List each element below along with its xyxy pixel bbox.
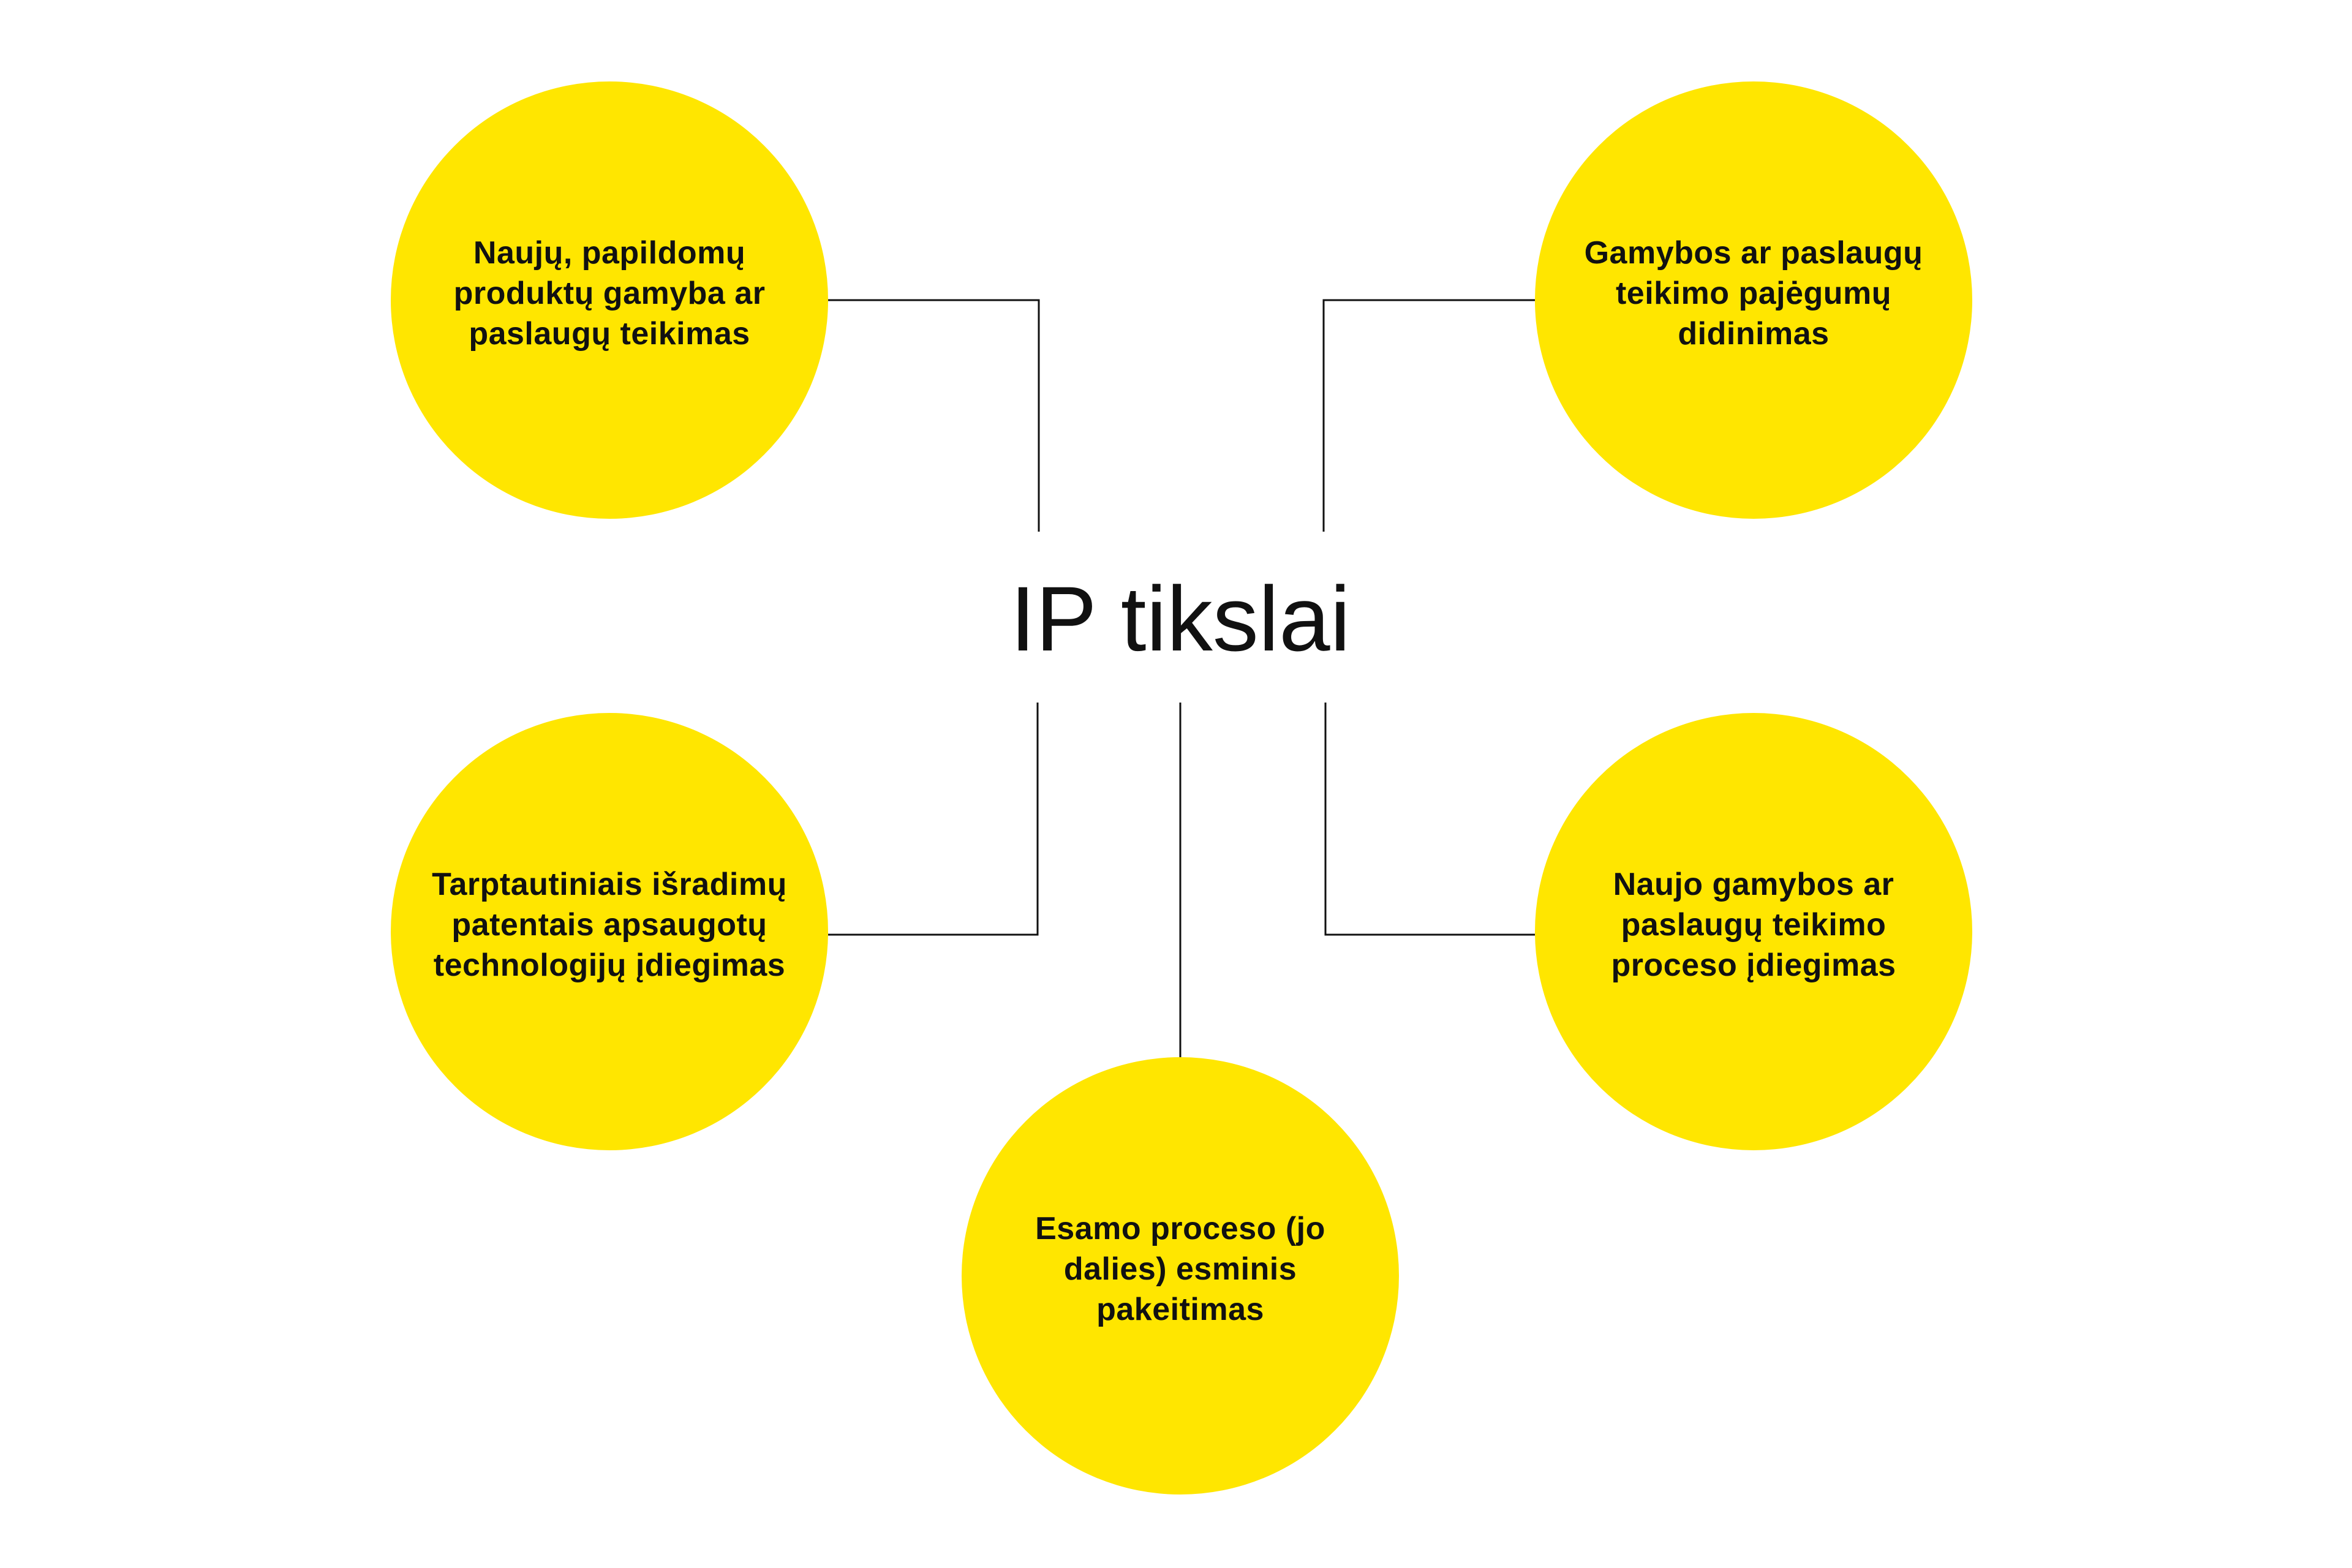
goal-circle-new-products: Naujų, papildomų produktų gamyba ar pasl… — [391, 81, 828, 519]
goal-circle-patented-tech: Tarptautiniais išradimų patentais apsaug… — [391, 713, 828, 1150]
goal-label: Naujų, papildomų produktų gamyba ar pasl… — [453, 235, 766, 352]
diagram-title: IP tikslai — [1010, 567, 1351, 670]
goal-label: Esamo proceso (jo dalies) esminis pakeit… — [1035, 1211, 1325, 1327]
goal-label: Tarptautiniais išradimų patentais apsaug… — [432, 867, 787, 983]
goal-circle-process-change: Esamo proceso (jo dalies) esminis pakeit… — [962, 1057, 1399, 1494]
goal-label: Gamybos ar paslaugų teikimo pajėgumų did… — [1584, 235, 1923, 352]
goal-label: Naujo gamybos ar paslaugų teikimo proces… — [1611, 867, 1896, 983]
connector-top-right — [1322, 299, 1535, 532]
connector-top-left — [828, 299, 1040, 532]
goal-circle-capacity: Gamybos ar paslaugų teikimo pajėgumų did… — [1535, 81, 1972, 519]
connector-mid-right — [1324, 703, 1535, 936]
goal-circle-new-process: Naujo gamybos ar paslaugų teikimo proces… — [1535, 713, 1972, 1150]
connector-mid-left — [828, 703, 1039, 936]
